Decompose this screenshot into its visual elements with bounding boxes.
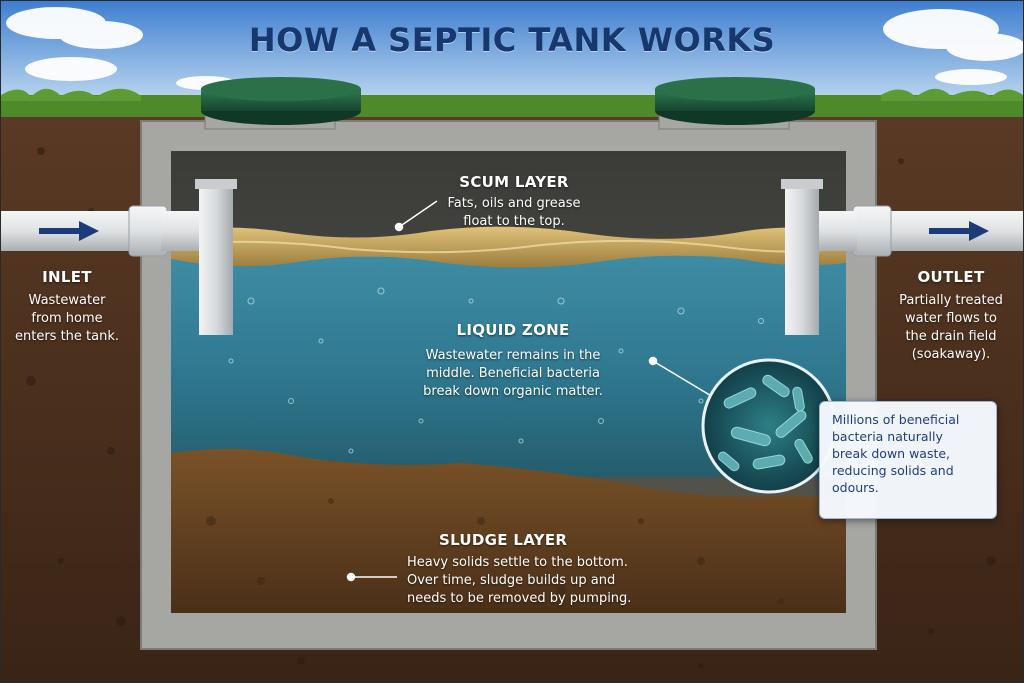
- flow-arrows: [39, 221, 989, 241]
- inlet-description: Wastewater from home enters the tank.: [1, 292, 133, 346]
- scum-layer-band: [171, 226, 846, 268]
- bacteria-callout-line: Millions of beneficial: [832, 412, 960, 427]
- inlet-line: Wastewater: [28, 293, 106, 308]
- outlet-line: Partially treated: [899, 293, 1003, 308]
- sludge-layer-description: Heavy solids settle to the bottom. Over …: [407, 554, 667, 608]
- leader-lines: [346, 200, 714, 582]
- tank-lids: [201, 77, 815, 125]
- scum-layer-line: Fats, oils and grease: [447, 196, 581, 211]
- outlet-line: water flows to: [905, 311, 997, 326]
- liquid-zone-line: middle. Beneficial bacteria: [426, 366, 600, 381]
- bacteria-callout: Millions of beneficial bacteria naturall…: [819, 401, 997, 519]
- bacteria-callout-line: odours.: [832, 480, 879, 495]
- sky: [1, 1, 1023, 111]
- liquid-zone-line: break down organic matter.: [423, 384, 603, 399]
- bacteria-callout-line: reducing solids and: [832, 463, 954, 478]
- bacteria-callout-line: bacteria naturally: [832, 429, 943, 444]
- sludge-layer-heading: SLUDGE LAYER: [439, 531, 568, 549]
- inlet-line: enters the tank.: [14, 329, 119, 344]
- sludge-layer-line: Over time, sludge builds up and: [407, 573, 616, 588]
- grass: [1, 95, 1023, 117]
- inlet-pipe: [1, 179, 237, 335]
- liquid-zone-description: Wastewater remains in the middle. Benefi…: [403, 347, 623, 401]
- scum-layer-heading: SCUM LAYER: [459, 173, 569, 191]
- liquid-zone-heading: LIQUID ZONE: [456, 321, 570, 339]
- inlet-heading: INLET: [42, 268, 92, 286]
- clouds: [6, 7, 1023, 90]
- page-title: HOW A SEPTIC TANK WORKS: [248, 21, 776, 59]
- sludge-layer-line: Heavy solids settle to the bottom.: [407, 555, 628, 570]
- bacteria-callout-line: break down waste,: [832, 446, 951, 461]
- outlet-description: Partially treated water flows to the dra…: [879, 292, 1023, 364]
- sludge-layer-line: needs to be removed by pumping.: [407, 591, 632, 606]
- bubbles: [228, 287, 764, 454]
- scum-layer-line: float to the top.: [463, 214, 565, 229]
- bacteria-callout-text: Millions of beneficial bacteria naturall…: [832, 411, 992, 496]
- outlet-line: (soakaway).: [911, 347, 991, 362]
- inlet-line: from home: [31, 311, 103, 326]
- outlet-pipe: [781, 179, 1023, 335]
- outlet-heading: OUTLET: [917, 268, 985, 286]
- outlet-line: the drain field: [905, 329, 997, 344]
- sludge-layer-band: [171, 448, 846, 613]
- scum-layer-description: Fats, oils and grease float to the top.: [431, 195, 597, 231]
- bacteria-magnifier: [701, 358, 837, 494]
- liquid-zone-line: Wastewater remains in the: [425, 348, 601, 363]
